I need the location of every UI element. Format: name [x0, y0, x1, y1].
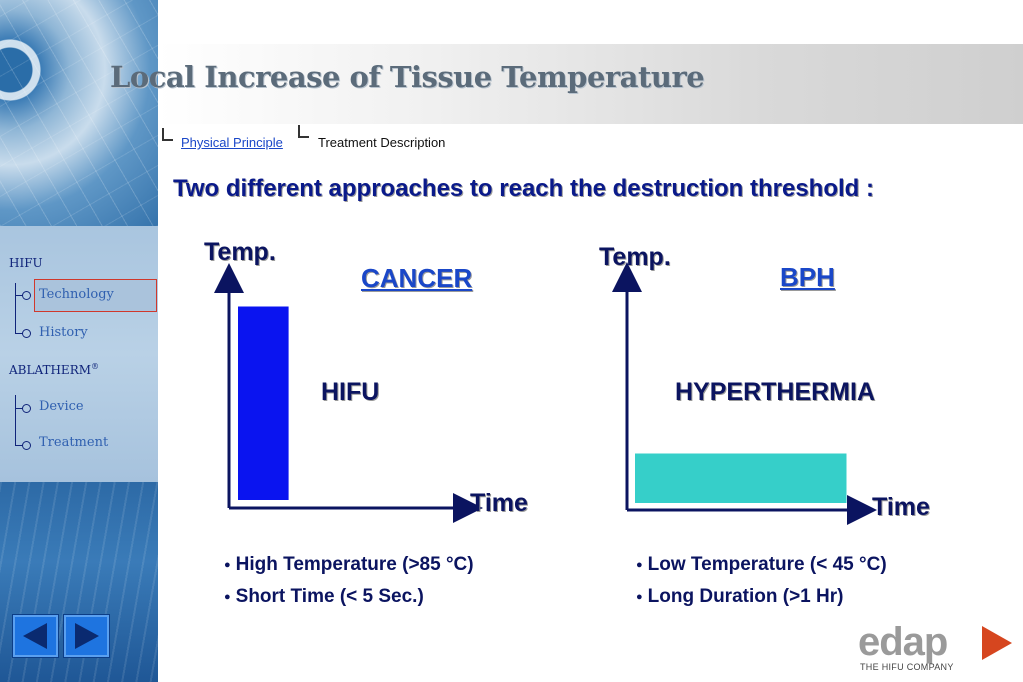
sidebar-header-graphic — [0, 0, 158, 226]
bullet-icon: ● — [636, 590, 643, 603]
bullet-text: High Temperature (>85 °C) — [235, 554, 474, 575]
nav-tree-branch — [15, 445, 23, 446]
bullet-item: ● High Temperature (>85 °C) — [224, 554, 474, 576]
nav-item-treatment[interactable]: Treatment — [39, 435, 109, 450]
bullet-icon: ● — [224, 558, 231, 571]
nav-tree-line — [15, 283, 16, 333]
nav-section-ablatherm[interactable]: ABLATHERM® — [9, 362, 99, 377]
modality-label: HYPERTHERMIA — [675, 378, 876, 406]
edap-logo: edap THE HIFU COMPANY — [858, 620, 1018, 675]
registered-mark: ® — [91, 362, 100, 371]
next-slide-button[interactable] — [63, 614, 110, 658]
temperature-bar-hyperthermia — [635, 453, 847, 503]
cancer-link[interactable]: CANCER — [361, 263, 473, 293]
nav-tree-line — [15, 395, 16, 445]
bullet-item: ● Low Temperature (< 45 °C) — [636, 554, 887, 576]
tab-treatment-description[interactable]: Treatment Description — [318, 135, 446, 150]
nav-section-hifu[interactable]: HIFU — [9, 256, 43, 270]
nav-tree-branch — [15, 408, 23, 409]
previous-slide-button[interactable] — [12, 614, 59, 658]
right-arrow-icon — [75, 623, 99, 649]
bullet-icon: ● — [636, 558, 643, 571]
page-title: Local Increase of Tissue Temperature — [110, 60, 705, 94]
bullet-icon: ● — [224, 590, 231, 603]
x-axis-label: Time — [872, 493, 930, 521]
nav-item-history[interactable]: History — [39, 325, 88, 340]
bullet-text: Low Temperature (< 45 °C) — [647, 554, 887, 575]
bullet-text: Long Duration (>1 Hr) — [647, 586, 844, 607]
header-band — [158, 44, 1023, 124]
nav-bullet-icon — [22, 329, 31, 338]
tab-physical-principle[interactable]: Physical Principle — [181, 135, 283, 150]
y-axis-label: Temp. — [599, 243, 671, 271]
nav-bullet-icon — [22, 291, 31, 300]
nav-tree-branch — [15, 295, 23, 296]
x-axis-label: Time — [470, 489, 528, 517]
logo-triangle-icon — [982, 626, 1012, 660]
nav-item-technology[interactable]: Technology — [39, 287, 114, 302]
nav-tree-branch — [15, 333, 23, 334]
tab-marker-icon — [298, 125, 309, 138]
bullet-item: ● Short Time (< 5 Sec.) — [224, 586, 424, 608]
y-axis-label: Temp. — [204, 238, 276, 266]
nav-bullet-icon — [22, 404, 31, 413]
tab-marker-icon — [162, 128, 173, 141]
headline: Two different approaches to reach the de… — [173, 175, 874, 202]
nav-item-highlight — [34, 279, 157, 312]
logo-tagline: THE HIFU COMPANY — [860, 662, 954, 672]
sidebar-nav-panel — [0, 226, 158, 482]
nav-bullet-icon — [22, 441, 31, 450]
bullet-text: Short Time (< 5 Sec.) — [235, 586, 424, 607]
left-arrow-icon — [23, 623, 47, 649]
bph-link[interactable]: BPH — [780, 262, 835, 292]
bullet-item: ● Long Duration (>1 Hr) — [636, 586, 843, 608]
modality-label: HIFU — [321, 378, 380, 406]
temperature-bar-hifu — [238, 306, 289, 500]
nav-item-device[interactable]: Device — [39, 399, 84, 414]
nav-section-ablatherm-label: ABLATHERM — [9, 363, 92, 377]
logo-wordmark: edap — [858, 620, 948, 664]
